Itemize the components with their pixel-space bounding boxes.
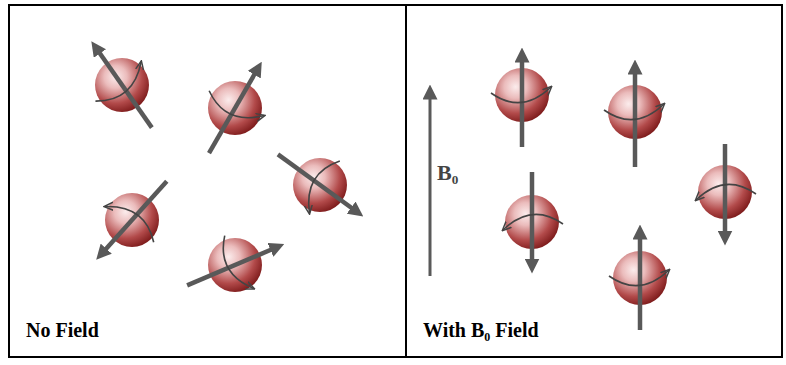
spin-arrow — [187, 247, 277, 285]
panel-caption: No Field — [24, 319, 101, 342]
precession-arc — [503, 214, 563, 230]
spin-arrow — [530, 172, 535, 266]
precession-arc — [92, 62, 150, 109]
precession-arc — [609, 270, 669, 286]
spin-arrow — [278, 154, 357, 212]
precession-arc — [297, 155, 345, 213]
precession-arc — [604, 104, 664, 120]
spin-arrow — [101, 181, 167, 254]
spin-particle — [70, 31, 175, 146]
spin-particle — [503, 172, 563, 266]
spin-particle — [182, 53, 283, 168]
spin-particle — [696, 144, 756, 238]
spin-particle — [175, 218, 289, 312]
field-panel: With B₀ Field — [405, 4, 783, 358]
field-label: B₀ — [437, 160, 458, 186]
precession-arc — [696, 184, 756, 200]
spin-particle — [609, 232, 669, 330]
precession-arc — [491, 87, 551, 103]
spin-particle — [604, 67, 664, 167]
spin-arrow — [96, 47, 152, 127]
precession-arc — [105, 195, 160, 247]
panel-caption: With B₀ Field — [421, 319, 541, 342]
spin-arrow — [520, 55, 525, 147]
field-arrow — [429, 92, 432, 276]
spin-arrow — [209, 68, 258, 153]
spin-arrow — [723, 144, 728, 238]
spin-particle — [491, 55, 551, 147]
precession-arc — [204, 86, 264, 130]
field-panel: No Field — [8, 4, 407, 358]
spin-particle — [261, 129, 376, 235]
spin-arrow — [638, 232, 643, 330]
spin-particle — [80, 162, 190, 275]
precession-arc — [216, 233, 254, 294]
spin-arrow — [633, 67, 638, 167]
